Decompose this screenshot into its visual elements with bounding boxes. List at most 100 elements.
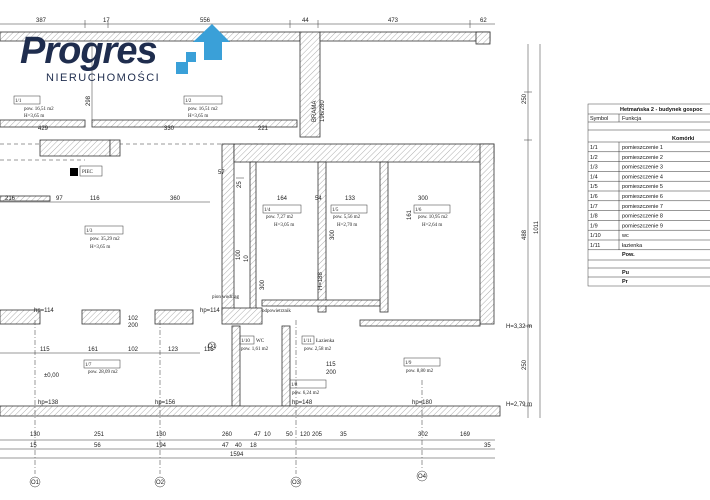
svg-text:pow. 16,51 m2: pow. 16,51 m2 [24,107,54,112]
svg-text:1/2: 1/2 [185,99,192,104]
piec-box: PIEC [70,165,103,177]
dim-top-473: 473 [388,18,399,24]
svg-text:130: 130 [156,432,167,438]
table-cell-function: pomieszczenie 2 [622,155,663,161]
svg-text:300: 300 [418,196,429,202]
svg-text:1/6: 1/6 [415,208,422,213]
svg-text:1/3: 1/3 [86,229,93,234]
table-cell-symbol: 1/1 [590,145,598,151]
dim-298: 298 [86,95,92,106]
svg-text:25: 25 [237,181,243,188]
axis-O3: O3 [292,480,301,486]
dim-top-556: 556 [200,18,211,24]
lower-wall-band [0,299,481,407]
svg-text:130: 130 [30,432,41,438]
svg-text:H=3,65 m: H=3,65 m [90,245,110,250]
table-cell-function: pomieszczenie 1 [622,145,663,151]
svg-text:H=188: H=188 [318,271,324,290]
svg-text:102: 102 [128,347,139,353]
svg-text:56: 56 [94,443,101,449]
svg-text:50: 50 [286,432,293,438]
piec-label: PIEC [82,170,94,175]
svg-text:221: 221 [258,126,269,132]
table-cell-symbol: 1/5 [590,184,598,190]
mid-dimension-row: 216 97 116 360 164 54 133 300 [0,196,429,203]
upper-outer-wall [0,31,491,138]
room-1-1: 1/1 pow. 16,51 m2 H=3,65 m [13,95,54,119]
svg-text:H=3,05 m: H=3,05 m [274,223,294,228]
dim-top-387: 387 [36,18,47,24]
svg-text:1/8: 1/8 [291,383,298,388]
table-cell-function: pomieszczenie 9 [622,223,663,229]
axis-O2: O2 [156,480,165,486]
table-cell-symbol: 1/8 [590,214,598,220]
svg-text:250: 250 [522,359,528,370]
svg-text:pow. 10,95 m2: pow. 10,95 m2 [418,215,448,220]
svg-text:1/5: 1/5 [332,208,339,213]
table-cell-symbol: 1/10 [590,233,601,239]
svg-text:47: 47 [254,432,261,438]
svg-text:pow. 16,51 m2: pow. 16,51 m2 [188,107,218,112]
svg-text:pow. 6,24 m2: pow. 6,24 m2 [292,391,320,396]
svg-text:302: 302 [418,432,429,438]
svg-text:35: 35 [484,443,491,449]
svg-text:hp=148: hp=148 [292,400,313,406]
table-header-function: Funkcja [622,116,642,122]
brama-label: BRAMA 196/280 [312,100,326,122]
svg-text:196/280: 196/280 [320,100,326,122]
svg-text:pow. 1,61 m2: pow. 1,61 m2 [241,347,269,352]
svg-text:429: 429 [38,126,49,132]
svg-text:hp=180: hp=180 [412,400,433,406]
total-width: 1594 [230,452,244,458]
room-1-5: 1/5 pow. 5,56 m2 H=2,70 m [330,204,368,228]
room-1-8: 1/8 pow. 6,24 m2 [289,379,327,396]
svg-text:pow. 8,80 m2: pow. 8,80 m2 [406,369,434,374]
hp114-b: hp=114 [200,308,220,314]
svg-text:1/7: 1/7 [85,363,92,368]
svg-text:pow. 7,27 m2: pow. 7,27 m2 [266,215,294,220]
axis-O1: O1 [31,480,40,486]
svg-text:pow. 5,56 m2: pow. 5,56 m2 [333,215,361,220]
table-cell-symbol: 1/11 [590,243,600,249]
svg-text:250: 250 [522,93,528,104]
svg-text:330: 330 [164,126,175,132]
svg-text:120: 120 [300,432,311,438]
room-1-4: 1/4 pow. 7,27 m2 H=3,05 m [262,204,302,228]
table-cell-function: wc [621,233,629,239]
svg-text:216: 216 [5,196,16,202]
room-1-3: 1/3 pow. 35,29 m2 H=3,65 m [84,225,124,250]
logo-name: Progres [20,30,157,72]
svg-text:H=2,79 m: H=2,79 m [506,402,532,408]
table-cell-function: pomieszczenie 8 [622,214,663,220]
svg-text:47: 47 [222,443,229,449]
svg-text:hp=138: hp=138 [38,400,59,406]
room-1-6: 1/6 pow. 10,95 m2 H=2,64 m [413,204,451,228]
svg-text:164: 164 [277,196,288,202]
svg-text:H=3,65 m: H=3,65 m [24,114,44,119]
table-section: Komórki [672,136,695,142]
svg-text:pow. 28,09 m2: pow. 28,09 m2 [88,370,118,375]
svg-text:300: 300 [330,229,336,240]
room-1-11-lazienka: 1/11 Łazienka pow. 2,58 m2 [301,335,335,352]
svg-text:WC: WC [256,339,265,344]
table-cell-function: pomieszczenie 6 [622,194,663,200]
pion-label: pion wodciąg [212,295,240,300]
svg-text:40: 40 [235,443,242,449]
table-title: Hetmańska 2 - budynek gospoc [620,107,703,113]
svg-text:116: 116 [90,196,100,202]
table-cell-symbol: 1/7 [590,204,598,210]
svg-text:300: 300 [260,279,266,290]
room-1-2: 1/2 pow. 16,51 m2 H=3,65 m [183,95,223,119]
bottom-dimension-row-1: 115 161 102 123 115 115 200 102 200 [0,316,337,376]
svg-text:1/4: 1/4 [264,208,271,213]
svg-text:251: 251 [94,432,105,438]
svg-text:100: 100 [236,249,242,260]
svg-text:260: 260 [222,432,233,438]
bottom-dimension-row-2: 130 251 130 260 47 10 50 120 205 35 302 … [0,432,495,441]
logo-arrow-icon [193,24,230,60]
bottom-dimension-row-3: 15 56 194 47 40 18 35 [0,443,495,450]
svg-text:133: 133 [345,196,356,202]
room-1-10-wc: 1/10 WC pow. 1,61 m2 [239,335,269,352]
svg-text:360: 360 [170,196,181,202]
